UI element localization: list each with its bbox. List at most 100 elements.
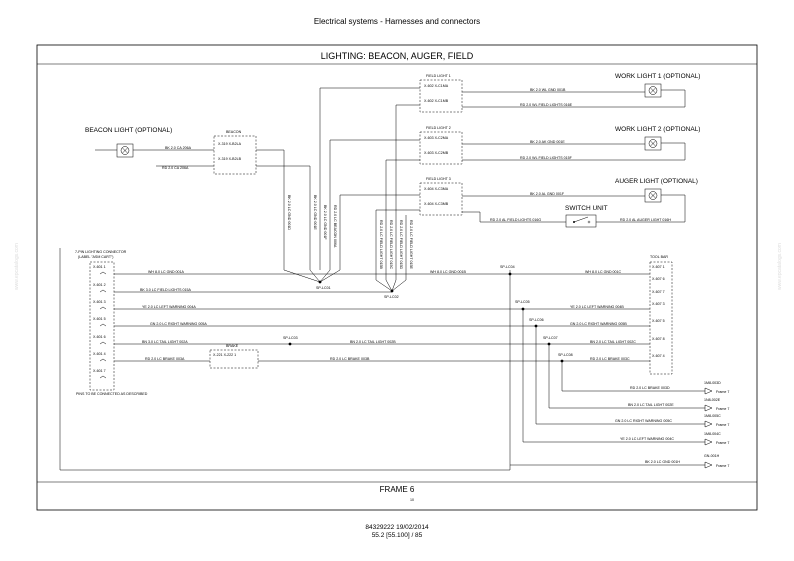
wire-vert-5: RD 2.0 LC FIELD LIGHT 015B (379, 220, 383, 269)
beacon-connector-label: BEACON (226, 130, 242, 134)
brake-label: BRAKE (226, 344, 239, 348)
field-light-3-b: X-604 X-C3MB (424, 202, 449, 206)
wire-auger-rd1: RD 2.0 AL FIELD LIGHTS 016G (490, 218, 541, 222)
wire-vert-8: RD 2.0 LC FIELD LIGHT 015E (409, 220, 413, 269)
field-light-2-b: X-603 X-C2MB (424, 151, 449, 155)
page-reference: 55.2 [55.100] / 85 (371, 532, 423, 539)
output-arrow-3 (704, 420, 713, 428)
output-wire-1: RD 2.0 LC BRAKE 003D (630, 386, 670, 390)
toolbar-pin-3: X-607 3 (652, 302, 665, 306)
output-tag-1: 1M8-003D (704, 381, 721, 385)
work-light-2-icon (644, 136, 662, 151)
doc-number: 84329222 19/02/2014 (365, 524, 429, 531)
splice-lc04: SP-LC04 (500, 265, 515, 269)
pin7-pin-7: X-601 7 (93, 369, 106, 373)
switch-unit-icon (565, 214, 597, 228)
wire-vert-1: BK 2.0 LC GND 001D (287, 195, 291, 230)
toolbar-pin-1: X-607 1 (652, 265, 665, 269)
splice-lc01: SP-LC01 (316, 286, 331, 290)
splice-lc07: SP-LC07 (543, 336, 558, 340)
beacon-light-label: BEACON LIGHT (OPTIONAL) (85, 127, 172, 134)
output-wire-4: YE 2.0 LC LEFT WARNING 004C (620, 437, 674, 441)
wire-tail-right: BN 2.0 LC TAIL LIGHT 002C (590, 340, 636, 344)
wire-auger-rd2: RD 2.0 AL AUGER LIGHT 016H (620, 218, 671, 222)
wire-vert-2: BK 2.0 LC GND 001E (313, 195, 317, 230)
toolbar-pin-6: X-607 6 (652, 277, 665, 281)
switch-unit-label: SWITCH UNIT (565, 205, 608, 212)
watermark-left: www.epcatalogs.com (14, 243, 20, 290)
output-tag-4: 1M8-004C (704, 432, 721, 436)
output-arrow-2 (704, 404, 713, 412)
field-light-1-label: FIELD LIGHT 1 (426, 74, 451, 78)
output-arrow-4 (704, 438, 713, 446)
output-frame-5: Frame 7 (716, 464, 729, 468)
auger-light-icon (644, 188, 662, 203)
field-light-3-connector (419, 182, 463, 216)
wire-gnd-left: WH 8.0 LC GND 001A (148, 270, 185, 274)
output-frame-3: Frame 7 (716, 423, 729, 427)
field-light-3-label: FIELD LIGHT 3 (426, 177, 451, 181)
pin7-note: PINS TO BE CONNECTED AS DESCRIBED (76, 392, 148, 396)
output-wire-3: GN 2.0 LC RIGHT WARNING 005C (615, 419, 672, 423)
frame-small: 10 (410, 498, 414, 502)
work-light-1-label: WORK LIGHT 1 (OPTIONAL) (615, 73, 700, 80)
diagram-title: LIGHTING: BEACON, AUGER, FIELD (321, 51, 474, 61)
wire-work2-rd: RD 2.0 WL FIELD LIGHTS 015F (520, 156, 573, 160)
page-footer: 84329222 19/02/2014 55.2 [55.100] / 85 (0, 524, 794, 540)
output-wire-5: BK 2.0 LC GND 001H (645, 460, 680, 464)
wire-gnd-mid: WH 8.0 LC GND 001B (430, 270, 467, 274)
wire-gn-left: GN 2.0 LC RIGHT WARNING 005A (150, 322, 207, 326)
splice-lc03: SP-LC03 (283, 336, 298, 340)
field-light-1-b: X-602 X-C1MB (424, 99, 449, 103)
wire-vert-4: RD 2.0 LC BEACON 006A (333, 205, 337, 248)
work-light-2-label: WORK LIGHT 2 (OPTIONAL) (615, 126, 700, 133)
auger-light-label: AUGER LIGHT (OPTIONAL) (615, 178, 698, 185)
wire-gnd-right: WH 8.0 LC GND 001C (585, 270, 622, 274)
output-frame-2: Frame 7 (716, 407, 729, 411)
brake-connector (209, 349, 259, 369)
pin7-title: 7-PIN LIGHTING CONNECTOR (75, 250, 127, 254)
field-light-3-a: X-604 X-C3MA (424, 187, 449, 191)
toolbar-pin-8: X-607 8 (652, 337, 665, 341)
toolbar-pin-4: X-607 4 (652, 354, 665, 358)
field-light-2-connector (419, 131, 463, 165)
wire-brake-mid: RD 2.0 LC BRAKE 003B (330, 357, 370, 361)
field-light-1-connector (419, 79, 463, 113)
toolbar-pin-5: X-607 5 (652, 319, 665, 323)
wire-beacon-rd: RD 2.0 CA 206A (162, 166, 189, 170)
output-tag-3: 1M8-005C (704, 414, 721, 418)
beacon-connector (213, 135, 257, 175)
pin7-contacts (99, 271, 107, 379)
work-light-1-icon (644, 83, 662, 98)
wire-brake-left: RD 2.0 LC BRAKE 003A (145, 357, 185, 361)
splice-lc08: SP-LC08 (558, 353, 573, 357)
page-header: Electrical systems - Harnesses and conne… (313, 17, 481, 26)
splice-lc05: SP-LC05 (515, 300, 530, 304)
diagram-frame (36, 44, 758, 511)
pin7-pin-1: X-601 1 (93, 265, 106, 269)
output-arrow-5 (704, 461, 713, 469)
beacon-lamp-icon (116, 143, 134, 158)
output-frame-1: Frame 7 (716, 390, 729, 394)
wire-vert-3: BK 2.0 LC GND 001F (323, 205, 327, 240)
frame-label: FRAME 6 (380, 485, 415, 494)
beacon-connector-a: X-319 X-B2LA (218, 142, 242, 146)
wire-work2-bk: BK 2.0 AK GND 001E (530, 140, 565, 144)
pin7-pin-5: X-601 5 (93, 317, 106, 321)
splice-lc06: SP-LC06 (529, 318, 544, 322)
wire-vert-6: RD 2.0 LC FIELD LIGHT 015C (389, 220, 393, 269)
watermark-right: www.epcatalogs.com (777, 243, 783, 290)
field-light-2-a: X-603 X-C2MA (424, 136, 449, 140)
output-frame-4: Frame 7 (716, 441, 729, 445)
brake-connector-label: X-221 X-222 1 (213, 353, 236, 357)
wire-brake-right: RD 2.0 LC BRAKE 003C (590, 357, 630, 361)
wire-gn-right: GN 2.0 LC RIGHT WARNING 005B (570, 322, 627, 326)
wire-ye-left: YE 2.0 LC LEFT WARNING 004A (142, 305, 196, 309)
wire-work1-bk: BK 2.0 WL GND 001B (530, 88, 566, 92)
pin7-pin-6: X-601 6 (93, 335, 106, 339)
pin7-pin-3: X-601 3 (93, 300, 106, 304)
wire-tail-mid: BN 2.0 LC TAIL LIGHT 002B (350, 340, 396, 344)
field-light-2-label: FIELD LIGHT 2 (426, 126, 451, 130)
wire-work1-rd: RD 2.0 WL FIELD LIGHTS 016E (520, 103, 573, 107)
beacon-connector-b: X-319 X-B2LB (218, 157, 242, 161)
